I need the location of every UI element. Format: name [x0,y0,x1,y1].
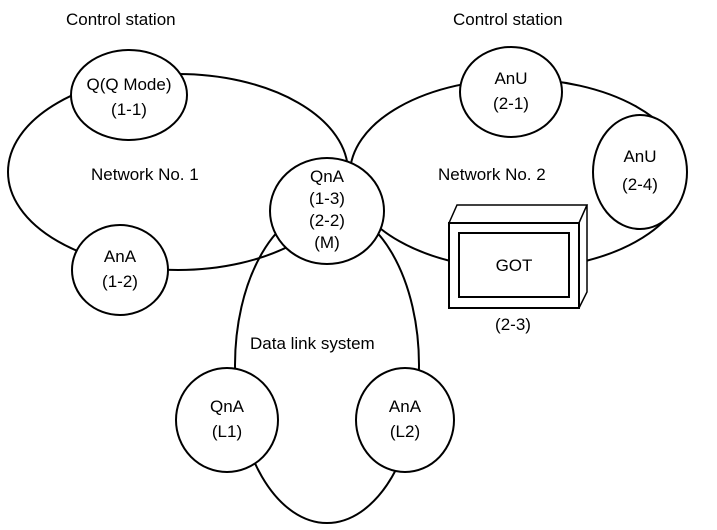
data-link-label: Data link system [250,334,375,353]
q-mode-name: Q(Q Mode) [86,75,171,94]
node-qna-l1 [175,367,279,473]
qna-master-name: QnA [310,167,345,186]
node-qna-master [269,157,385,265]
ana-1-2-name: AnA [104,247,137,266]
anu-2-1-id: (2-1) [493,94,529,113]
anu-2-4-id: (2-4) [622,175,658,194]
node-ana-l2 [355,367,455,473]
ana-l2-id: (L2) [390,422,420,441]
network-2-label: Network No. 2 [438,165,546,184]
node-ana-1-2 [71,224,169,316]
got-id: (2-3) [495,315,531,334]
qna-master-id-2: (2-2) [309,211,345,230]
got-terminal [447,204,589,309]
qna-master-id-1: (1-3) [309,189,345,208]
qna-l1-id: (L1) [212,422,242,441]
node-anu-2-4 [592,114,688,230]
qna-master-role: (M) [314,233,339,252]
ana-1-2-id: (1-2) [102,272,138,291]
anu-2-1-name: AnU [494,69,527,88]
ana-l2-name: AnA [389,397,422,416]
node-q-mode [70,49,188,141]
anu-2-4-name: AnU [623,147,656,166]
network-1-label: Network No. 1 [91,165,199,184]
qna-l1-name: QnA [210,397,245,416]
node-anu-2-1 [459,46,563,138]
got-label: GOT [496,256,533,275]
control-station-label-1: Control station [66,10,176,29]
q-mode-id: (1-1) [111,100,147,119]
control-station-label-2: Control station [453,10,563,29]
